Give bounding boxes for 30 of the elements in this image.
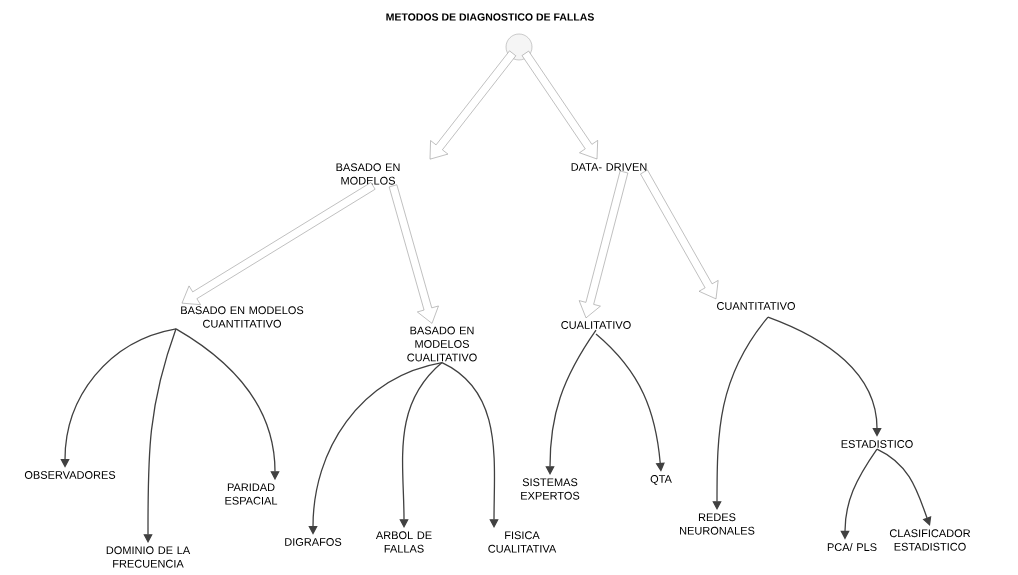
node-label: CUANTITATIVO xyxy=(717,302,795,310)
node-label: CUALITATIVO xyxy=(561,321,631,329)
node-label: FISICA CUALITATIVA xyxy=(488,531,557,553)
node-label: REDES NEURONALES xyxy=(680,513,755,535)
hollow-arrow xyxy=(429,50,517,160)
node-label: BASADO EN MODELOS xyxy=(336,163,400,185)
hollow-arrow xyxy=(181,182,376,305)
start-circle xyxy=(505,33,533,61)
curved-arrow xyxy=(60,328,177,468)
node-label: OBSERVADORES xyxy=(24,471,116,479)
hollow-arrow xyxy=(521,50,598,160)
curved-arrow xyxy=(308,361,443,535)
node-label: DATA- DRIVEN xyxy=(571,163,647,171)
node-label: ARBOL DE FALLAS xyxy=(375,531,432,553)
node-label: DOMINIO DE LA FRECUENCIA xyxy=(106,546,191,568)
node-label: BASADO EN MODELOS CUANTITATIVO xyxy=(181,306,304,328)
title: METODOS DE DIAGNOSTICO DE FALLAS xyxy=(386,13,594,21)
node-label: CLASIFICADOR ESTADISTICO xyxy=(889,529,971,551)
hollow-arrow xyxy=(640,169,719,300)
hollow-arrow xyxy=(388,184,439,324)
node-label: ESTADISTICO xyxy=(841,440,913,448)
node-label: DIGRAFOS xyxy=(285,538,342,546)
node-label: PARIDAD ESPACIAL xyxy=(225,483,278,505)
hollow-arrow xyxy=(578,170,629,319)
curved-arrow xyxy=(767,316,882,437)
curved-arrow xyxy=(595,333,665,472)
node-label: QTA xyxy=(650,475,672,485)
node-label: PCA/ PLS xyxy=(827,542,877,552)
node-label: SISTEMAS EXPERTOS xyxy=(521,478,580,500)
node-label: BASADO EN MODELOS CUALITATIVO xyxy=(407,326,477,362)
